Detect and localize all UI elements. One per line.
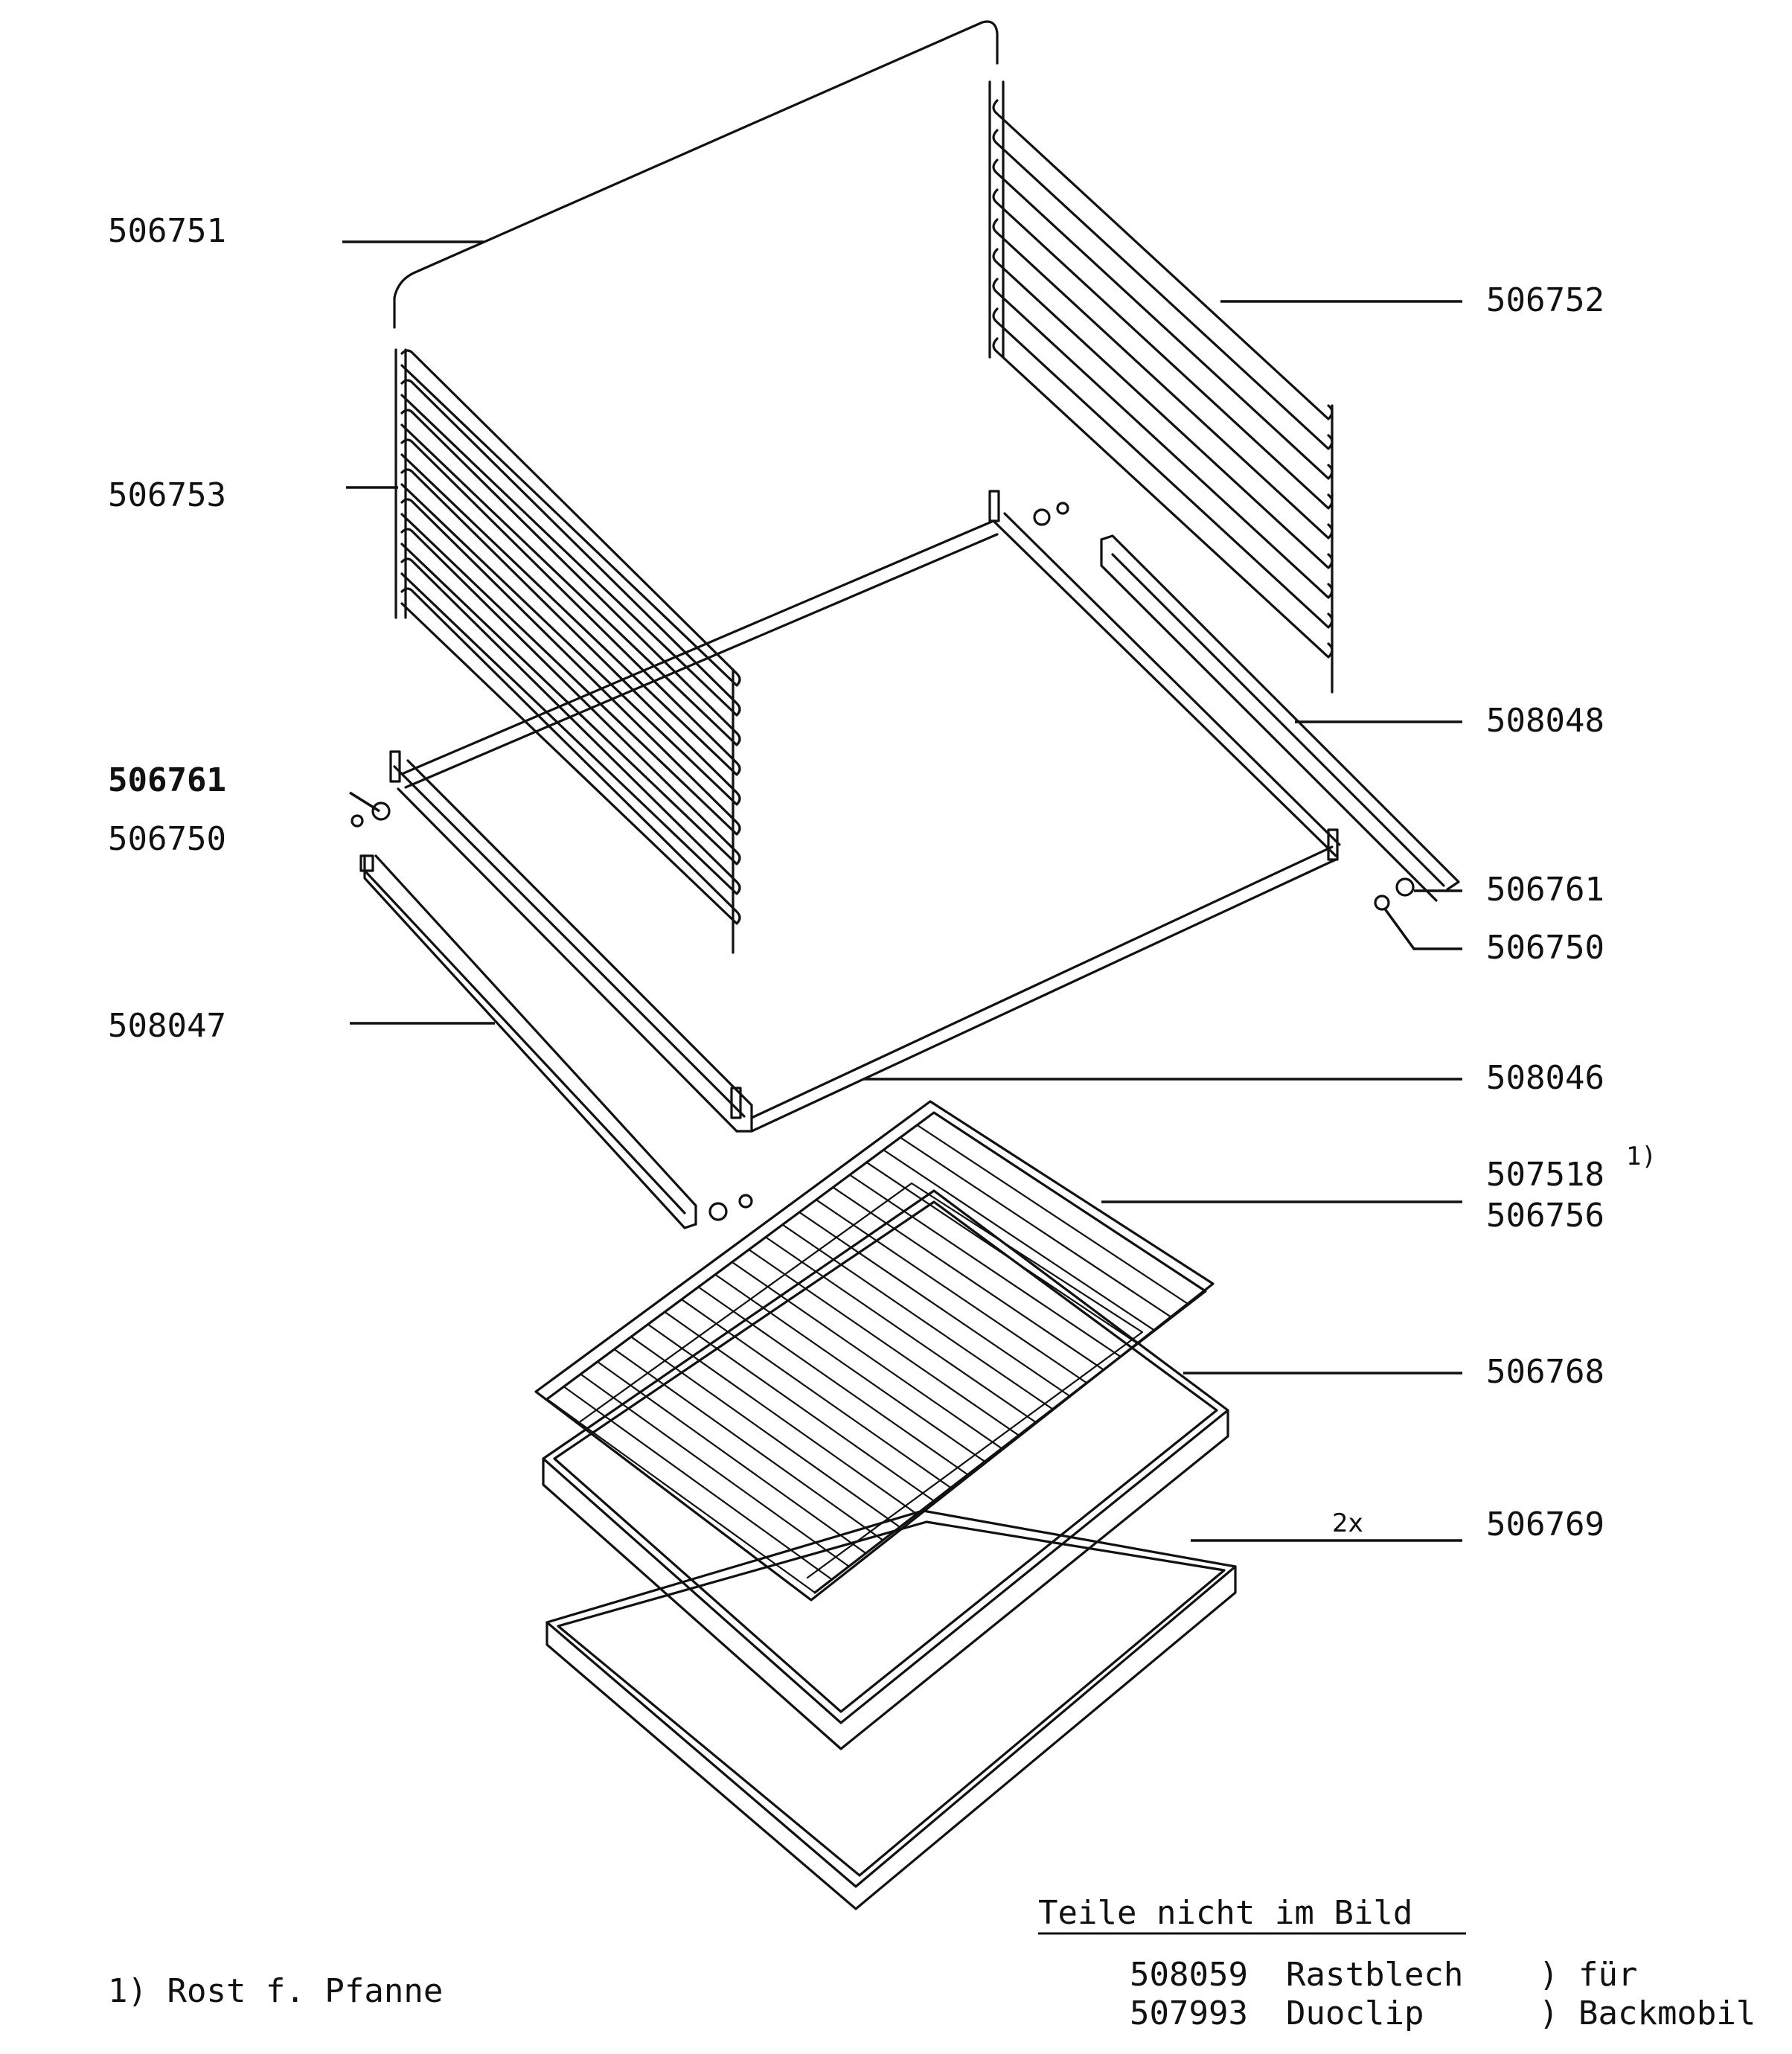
label-506769: 506769	[1486, 1506, 1604, 1543]
wire-rack-bar	[580, 1373, 850, 1567]
rack-rung	[400, 379, 741, 717]
left-rack-506753	[394, 348, 741, 954]
wire-rack-bar	[563, 1386, 833, 1581]
label-506761-left: 506761	[108, 761, 226, 799]
wire-rack-bar	[916, 1124, 1190, 1305]
rack-rung	[400, 557, 741, 895]
rack-rung	[992, 337, 1334, 659]
wire-rack-bar	[781, 1223, 1054, 1410]
rack-rung	[400, 587, 741, 925]
label-506756: 506756	[1486, 1197, 1604, 1235]
not-shown-number-2: 507993	[1130, 1994, 1248, 2032]
wire-rack-bar	[799, 1211, 1071, 1397]
not-shown-name-2: Duoclip	[1286, 1994, 1424, 2032]
rack-rung	[992, 188, 1334, 510]
rack-rung	[400, 468, 741, 806]
wire-rack-bar	[613, 1348, 884, 1541]
footnote: 1) Rost f. Pfanne	[108, 1972, 443, 2010]
rack-rung	[992, 307, 1334, 629]
rack-rung	[400, 349, 741, 687]
label-quantity-2x: 2x	[1332, 1508, 1363, 1538]
wire-rack-bar	[545, 1398, 816, 1594]
wire-rack-bar	[748, 1249, 1020, 1436]
label-506753: 506753	[108, 476, 226, 514]
rack-rung	[400, 438, 741, 776]
parts-not-shown-title: Teile nicht im Bild	[1038, 1894, 1412, 1932]
rack-rung	[992, 99, 1334, 420]
label-507518: 507518	[1486, 1156, 1604, 1194]
label-506750-left: 506750	[108, 820, 226, 858]
wire-rack-bar	[664, 1311, 935, 1502]
label-506768: 506768	[1486, 1353, 1604, 1391]
not-shown-bracket-2: ) Backmobil	[1539, 1994, 1756, 2032]
right-rack-506752	[988, 80, 1334, 694]
top-panel-506751	[393, 20, 999, 329]
label-508047: 508047	[108, 1007, 226, 1045]
wire-rack-bar	[647, 1323, 918, 1515]
wire-rack-bar	[596, 1360, 867, 1555]
wire-rack-bar	[731, 1261, 1003, 1450]
rack-rung	[992, 248, 1334, 569]
rack-rung	[992, 218, 1334, 540]
rack-rung	[992, 159, 1334, 480]
not-shown-number-1: 508059	[1130, 1956, 1248, 1994]
wire-rack-bar	[815, 1199, 1088, 1384]
label-506751: 506751	[108, 212, 226, 250]
wire-rack-bar	[848, 1174, 1121, 1358]
wire-rack-bar	[883, 1149, 1156, 1331]
tray-506769	[545, 1509, 1237, 1910]
rack-rung	[400, 528, 741, 866]
not-shown-name-1: Rastblech	[1286, 1956, 1463, 1994]
wire-rack-bar	[899, 1136, 1173, 1319]
wire-rack-bar	[630, 1336, 901, 1529]
label-506761-right: 506761	[1486, 871, 1604, 909]
part-labels: 506751 506752 506753 508048 506761 50675…	[108, 212, 1657, 1543]
wire-rack-506756	[534, 1100, 1215, 1602]
label-508048: 508048	[1486, 702, 1604, 740]
runner-508047	[359, 854, 697, 1229]
wire-rack-bar	[832, 1186, 1105, 1371]
not-shown-bracket-1: ) für	[1539, 1956, 1637, 1994]
rack-rung	[992, 129, 1334, 450]
rack-rung	[400, 409, 741, 746]
pan-506768	[542, 1189, 1229, 1750]
leader-lines	[342, 240, 1462, 1542]
rack-rung	[992, 278, 1334, 599]
label-506752: 506752	[1486, 281, 1604, 319]
wire-rack-bar	[932, 1111, 1207, 1293]
wire-rack-bar	[714, 1273, 986, 1463]
parts-not-shown: Teile nicht im Bild 508059 Rastblech ) f…	[1038, 1894, 1756, 2032]
frame-508046	[389, 490, 1341, 1133]
label-508046: 508046	[1486, 1059, 1604, 1097]
wire-rack-bar	[764, 1236, 1037, 1424]
wire-rack-bar	[697, 1286, 969, 1476]
wire-rack-bar	[680, 1298, 952, 1489]
clip-nut-parts	[351, 502, 1415, 1221]
label-506750-right: 506750	[1486, 929, 1604, 967]
runner-508048	[1100, 534, 1460, 902]
label-507518-footnote-mark: 1)	[1626, 1142, 1657, 1171]
rack-rung	[400, 498, 741, 836]
